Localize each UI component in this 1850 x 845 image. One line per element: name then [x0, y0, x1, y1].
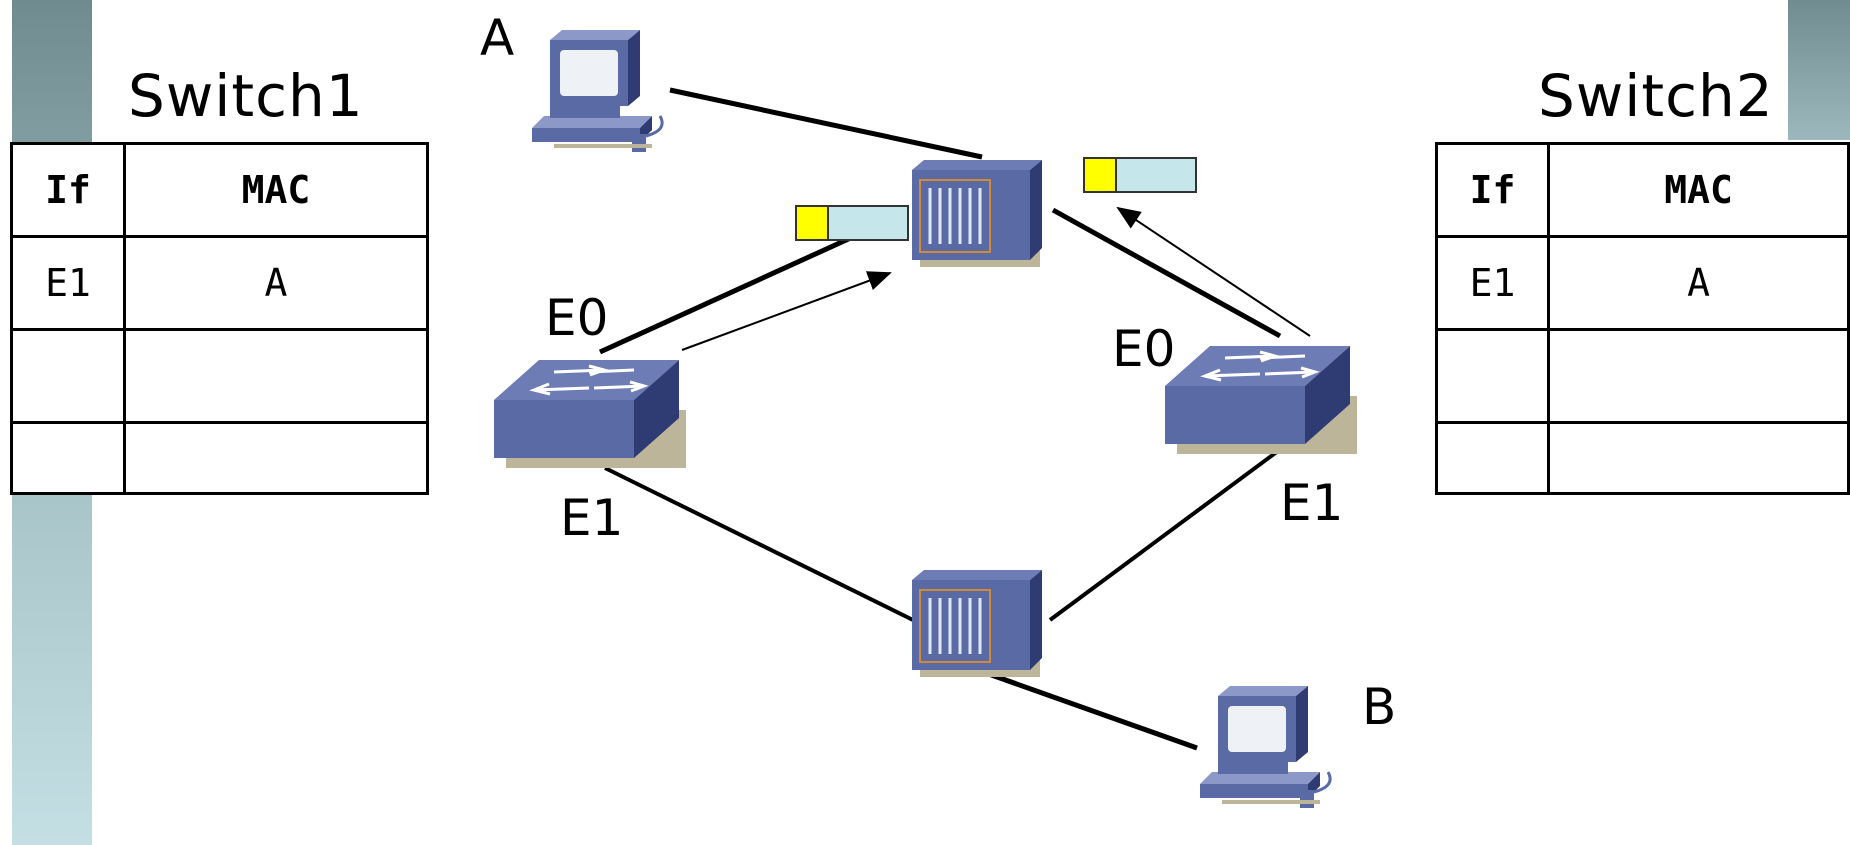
table-row — [10, 421, 429, 495]
table-row: E1 A — [1434, 235, 1850, 331]
switch2-mac-table: If MAC E1 A — [1434, 142, 1850, 495]
switch2-title: Switch2 — [1538, 62, 1774, 130]
frame-body-icon — [827, 205, 909, 241]
switch1-port-e0-label: E0 — [545, 289, 608, 347]
if-cell — [1434, 328, 1551, 424]
arrow-switch1-to-hub — [681, 271, 892, 351]
link-hub-top-switch2 — [1051, 207, 1282, 339]
mac-cell — [123, 328, 429, 424]
host-b-computer-icon — [1198, 684, 1332, 810]
switch2-port-e1-label: E1 — [1280, 474, 1343, 532]
hub-bottom-icon — [910, 568, 1044, 679]
link-switch1-hub-top — [598, 233, 857, 355]
if-cell — [1434, 421, 1551, 495]
frame-left — [795, 205, 909, 241]
frame-header-icon — [1083, 157, 1117, 193]
switch1-icon — [492, 358, 688, 470]
frame-header-icon — [795, 205, 829, 241]
table-header-row: If MAC — [10, 142, 429, 238]
mac-cell — [1547, 328, 1850, 424]
switch1-title: Switch1 — [128, 62, 364, 130]
link-hub-bottom-hostB — [982, 669, 1198, 751]
table-row — [10, 328, 429, 424]
host-b-label: B — [1362, 678, 1396, 736]
frame-body-icon — [1115, 157, 1197, 193]
table-row — [1434, 421, 1850, 495]
switch2-port-e0-label: E0 — [1112, 320, 1175, 378]
table-header-row: If MAC — [1434, 142, 1850, 238]
mac-cell — [123, 421, 429, 495]
if-cell: E1 — [1434, 235, 1551, 331]
mac-cell: A — [123, 235, 429, 331]
if-header: If — [10, 142, 126, 238]
mac-header: MAC — [123, 142, 429, 238]
mac-cell — [1547, 421, 1850, 495]
if-cell: E1 — [10, 235, 126, 331]
mac-cell: A — [1547, 235, 1850, 331]
hub-top-icon — [910, 158, 1044, 269]
table-row — [1434, 328, 1850, 424]
if-header: If — [1434, 142, 1551, 238]
host-a-label: A — [480, 9, 514, 67]
table-row: E1 A — [10, 235, 429, 331]
mac-header: MAC — [1547, 142, 1850, 238]
switch1-port-e1-label: E1 — [560, 489, 623, 547]
link-switch1-hub-bottom — [604, 466, 914, 622]
right-decor-bar — [1788, 0, 1850, 140]
frame-right — [1083, 157, 1197, 193]
if-cell — [10, 328, 126, 424]
switch2-icon — [1163, 344, 1359, 456]
network-links — [598, 87, 1282, 751]
host-a-computer-icon — [530, 28, 664, 154]
link-hub-bottom-switch2 — [1048, 449, 1280, 622]
arrow-switch2-to-hub — [1116, 206, 1311, 337]
if-cell — [10, 421, 126, 495]
link-hostA-hub-top — [669, 87, 983, 160]
switch1-mac-table: If MAC E1 A — [10, 142, 429, 495]
